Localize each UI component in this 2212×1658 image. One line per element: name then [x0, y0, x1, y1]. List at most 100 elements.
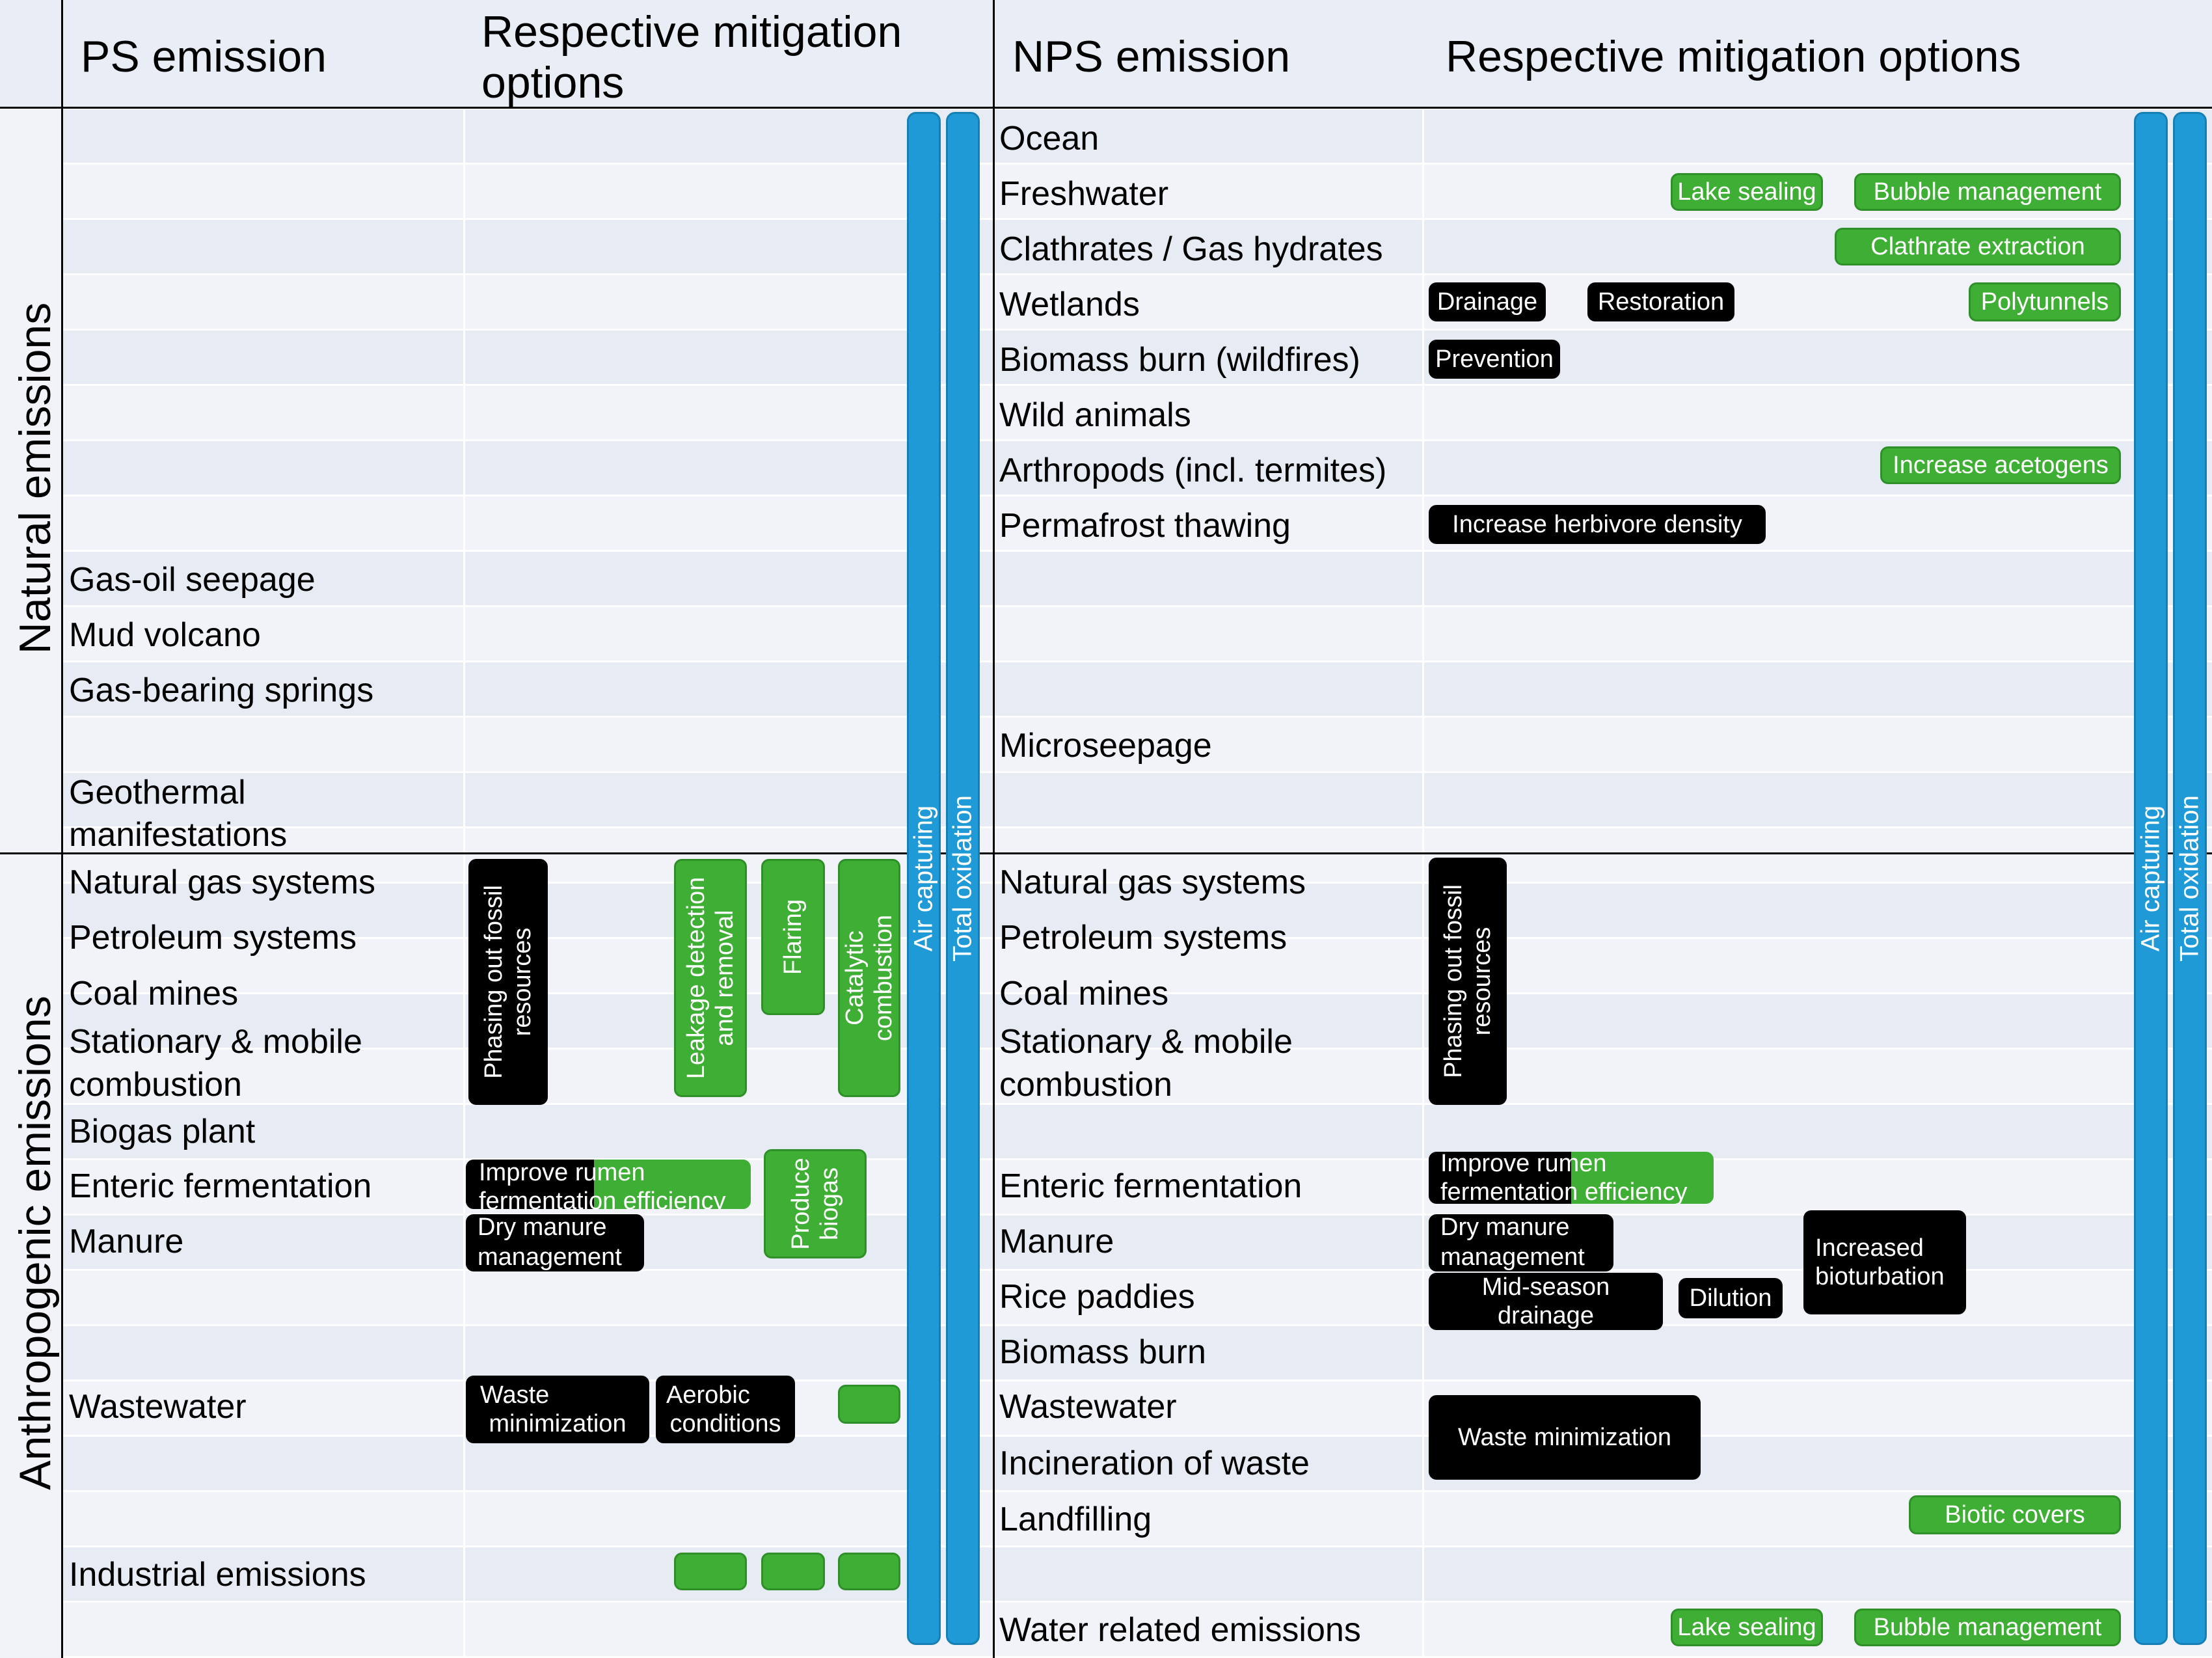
row-band: [62, 496, 2212, 550]
nps-source-microseepage: Microseepage: [999, 727, 1212, 765]
row-band: [62, 386, 2212, 439]
row-band: [62, 331, 2212, 384]
ps-option-improve-rumen-line2: fermentation efficiency: [479, 1188, 726, 1209]
ps-option-produce-biogas-line1: Produce: [787, 1158, 815, 1250]
ps-option-leakage-line2: and removal: [711, 910, 738, 1046]
row-separator: [62, 273, 2212, 275]
row-band: [62, 1105, 2212, 1158]
row-band: [62, 828, 2212, 882]
category-divider: [0, 852, 2212, 854]
ps-source-coal-mines: Coal mines: [69, 975, 239, 1012]
row-separator: [62, 1601, 2212, 1603]
nps-option-polytunnels: Polytunnels: [1969, 282, 2121, 321]
nps-option-drainage: Drainage: [1429, 282, 1546, 321]
row-separator: [62, 716, 2212, 718]
row-separator: [62, 1214, 2212, 1216]
ps-option-phasing-out-line2: resources: [509, 927, 536, 1037]
row-separator: [62, 1269, 2212, 1271]
row-separator: [62, 218, 2212, 220]
row-separator: [62, 550, 2212, 552]
nps-source-enteric: Enteric fermentation: [999, 1167, 1302, 1205]
nps-source-freshwater: Freshwater: [999, 175, 1169, 213]
ps-source-biogas-plant: Biogas plant: [69, 1113, 256, 1150]
row-separator: [62, 163, 2212, 165]
nps-source-incineration: Incineration of waste: [999, 1445, 1310, 1482]
category-column-divider: [61, 0, 63, 1658]
ps-option-catalytic-line2: combustion: [870, 914, 897, 1042]
ps-option-waste-min-line1: Waste: [480, 1381, 550, 1409]
ps-source-stationary: Stationary & mobile: [69, 1023, 362, 1061]
ps-option-industrial-green-box-3: [838, 1553, 900, 1590]
ps-option-aerobic-line2: conditions: [669, 1410, 781, 1437]
nps-option-mid-season-drainage: Mid-season drainage: [1429, 1273, 1663, 1330]
ps-option-waste-minimization: Waste minimization: [466, 1376, 649, 1443]
row-separator: [62, 384, 2212, 386]
row-band: [62, 1547, 2212, 1601]
header-ps-emission: PS emission: [81, 32, 327, 81]
row-band: [62, 1160, 2212, 1214]
ps-option-aerobic-line1: Aerobic: [666, 1381, 750, 1409]
nps-option-bubble-management-water: Bubble management: [1854, 1609, 2121, 1646]
ps-source-industrial: Industrial emissions: [69, 1556, 366, 1594]
row-separator: [62, 1103, 2212, 1105]
nps-option-bioturbation-line1: Increased: [1815, 1234, 1924, 1262]
header-ps-mitigation: Respective mitigation options: [481, 7, 902, 107]
nps-option-dry-manure-line2: management: [1440, 1244, 1585, 1271]
row-band: [62, 1603, 2212, 1656]
row-separator: [62, 1379, 2212, 1381]
nps-option-increase-herbivore: Increase herbivore density: [1429, 505, 1766, 544]
row-band: [62, 552, 2212, 605]
row-separator: [62, 1324, 2212, 1326]
row-separator: [62, 1490, 2212, 1492]
nps-option-improve-rumen: Improve rumen fermentation efficiency: [1429, 1152, 1714, 1204]
ps-total-oxidation-label: Total oxidation: [948, 795, 977, 962]
row-band: [62, 994, 2212, 1048]
row-band: [62, 275, 2212, 329]
header-nps-mitigation: Respective mitigation options: [1446, 32, 2021, 81]
row-band: [62, 1492, 2212, 1545]
row-band: [62, 1381, 2212, 1435]
nps-source-landfilling: Landfilling: [999, 1501, 1152, 1538]
header-divider: [0, 107, 2212, 109]
row-separator: [62, 1435, 2212, 1437]
row-band: [62, 109, 2212, 163]
ps-source-stationary-2: combustion: [69, 1066, 242, 1104]
ps-option-improve-rumen: Improve rumen fermentation efficiency: [466, 1160, 751, 1209]
row-separator: [62, 771, 2212, 773]
nps-source-arthropods: Arthropods (incl. termites): [999, 452, 1387, 489]
nps-option-dry-manure: Dry manure management: [1429, 1214, 1613, 1271]
nps-option-mid-season-line2: drainage: [1498, 1302, 1594, 1329]
ps-source-gas-oil-seepage: Gas-oil seepage: [69, 561, 316, 599]
ps-total-oxidation-bar: Total oxidation: [946, 112, 980, 1645]
nps-option-increased-bioturbation: Increased bioturbation: [1803, 1210, 1966, 1314]
ps-source-gas-bearing-springs: Gas-bearing springs: [69, 672, 374, 709]
row-band: [62, 607, 2212, 660]
nps-source-wild-animals: Wild animals: [999, 396, 1191, 434]
nps-source-natural-gas: Natural gas systems: [999, 863, 1306, 901]
nps-source-manure: Manure: [999, 1223, 1114, 1260]
nps-source-wetlands: Wetlands: [999, 286, 1140, 323]
header-nps-emission: NPS emission: [1012, 32, 1291, 81]
ps-option-phasing-out-line1: Phasing out fossil: [480, 885, 507, 1079]
ps-option-industrial-green-box-2: [761, 1553, 825, 1590]
row-separator: [62, 1656, 2212, 1658]
row-separator: [62, 439, 2212, 441]
row-separator: [62, 1158, 2212, 1160]
row-band: [62, 773, 2212, 826]
ps-option-dry-manure-line1: Dry manure: [478, 1214, 607, 1241]
nps-source-ocean: Ocean: [999, 120, 1099, 157]
nps-source-petroleum: Petroleum systems: [999, 919, 1288, 957]
nps-option-bioturbation-line2: bioturbation: [1815, 1263, 1945, 1290]
ps-option-industrial-green-box-1: [674, 1553, 747, 1590]
row-separator: [62, 495, 2212, 496]
row-band: [62, 165, 2212, 218]
row-band: [62, 884, 2212, 937]
ps-option-dry-manure-line2: management: [478, 1244, 622, 1271]
ps-option-aerobic-conditions: Aerobic conditions: [656, 1376, 795, 1443]
nps-option-phasing-out-line1: Phasing out fossil: [1440, 884, 1467, 1078]
nps-total-oxidation-bar: Total oxidation: [2173, 112, 2207, 1645]
nps-option-bubble-management: Bubble management: [1854, 173, 2121, 211]
